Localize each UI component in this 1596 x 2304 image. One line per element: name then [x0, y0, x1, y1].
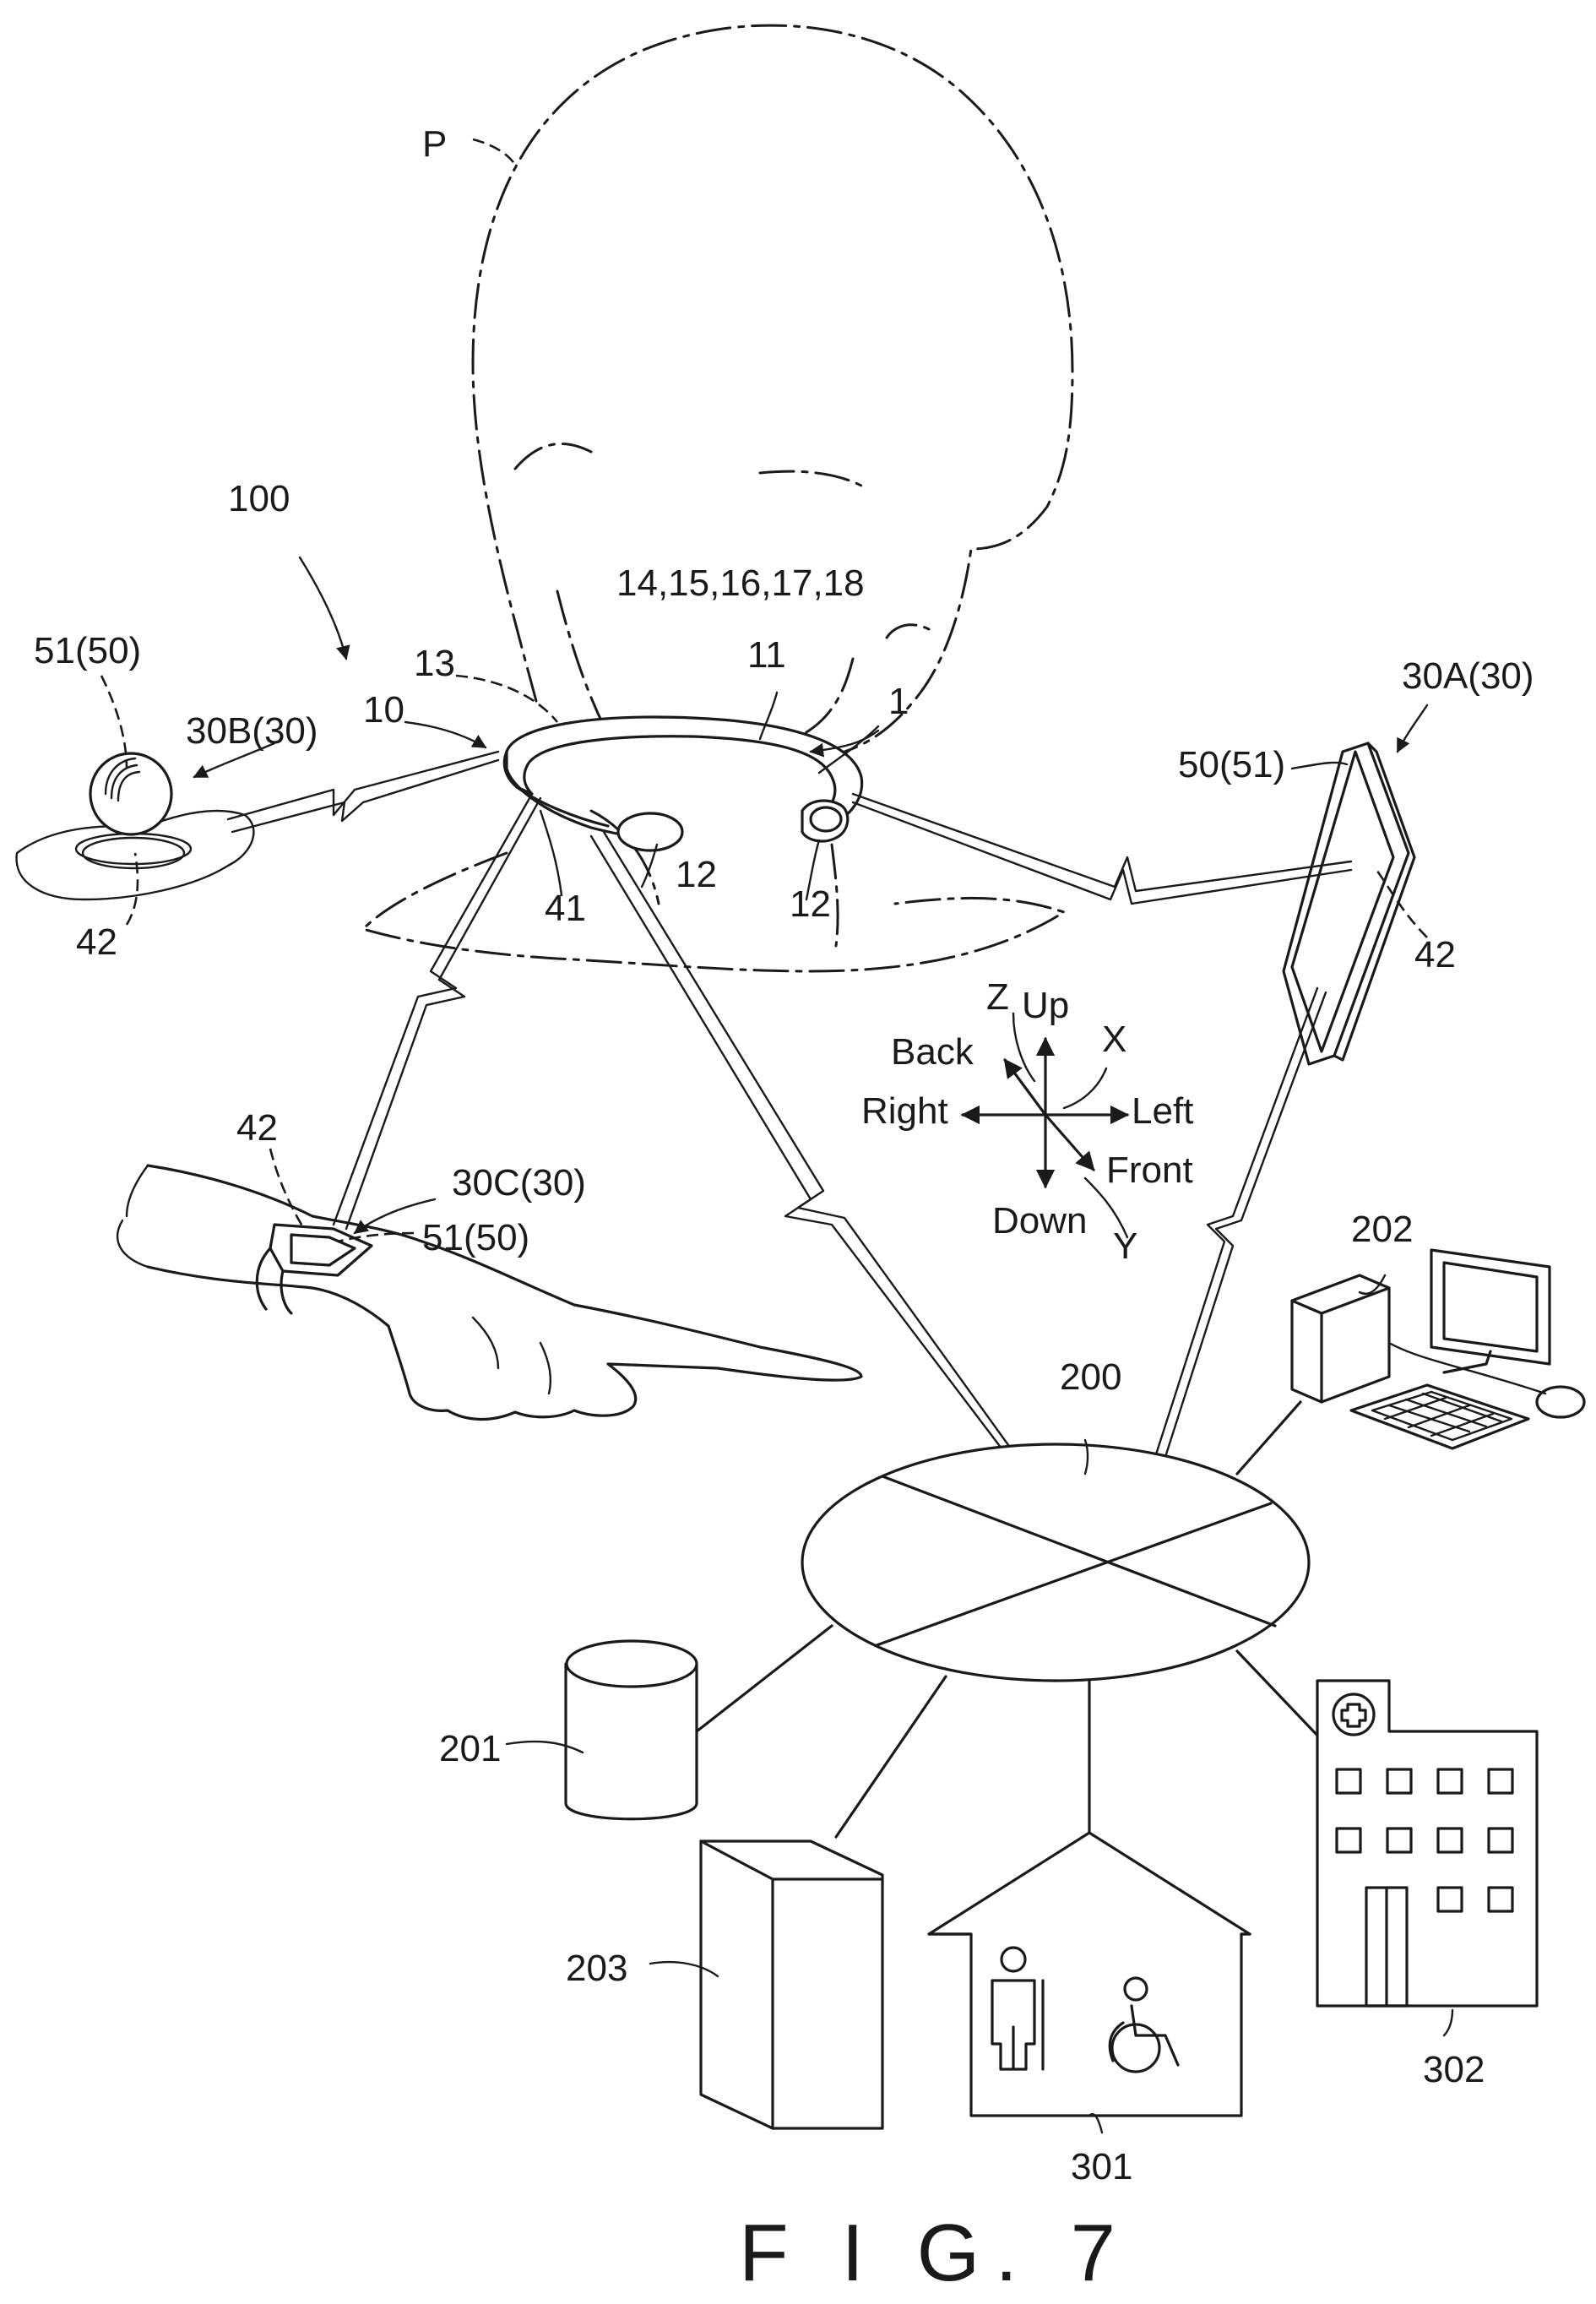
axis-up: Up [1022, 985, 1069, 1026]
axis-back: Back [891, 1031, 974, 1073]
label-201: 201 [439, 1728, 501, 1769]
label-202: 202 [1351, 1209, 1413, 1250]
sphere-device [17, 753, 254, 899]
axis-z: Z [986, 976, 1009, 1018]
label-42-sphere: 42 [76, 921, 117, 963]
label-1: 1 [888, 681, 909, 722]
label-13: 13 [414, 643, 455, 684]
leader-lines [101, 139, 1452, 2133]
label-p: P [422, 123, 447, 165]
label-14-18: 14,15,16,17,18 [616, 562, 865, 604]
database [507, 1641, 697, 1819]
axis-left: Left [1132, 1090, 1193, 1132]
axis-front: Front [1106, 1149, 1193, 1191]
label-11: 11 [747, 634, 786, 676]
computer-terminal [1292, 1250, 1584, 1448]
axis-labels: Z Up X Back Right Left Front Down Y [861, 976, 1193, 1267]
arm-watch [117, 1166, 861, 1419]
label-100: 100 [228, 478, 290, 519]
axis-x: X [1102, 1019, 1126, 1060]
label-50-51-tablet: 50(51) [1178, 744, 1285, 785]
label-30c: 30C(30) [452, 1162, 586, 1204]
label-12-right: 12 [790, 883, 831, 925]
axis-down: Down [992, 1200, 1088, 1242]
figure-caption: F I G. 7 [739, 2208, 1131, 2298]
label-30b: 30B(30) [186, 710, 318, 752]
label-302: 302 [1423, 2049, 1485, 2090]
hospital [1317, 1681, 1537, 2006]
label-51-50-sphere: 51(50) [34, 630, 141, 671]
axis-y: Y [1113, 1225, 1137, 1267]
label-42-tablet: 42 [1414, 934, 1456, 975]
network-hub [697, 1402, 1322, 1837]
axis-right: Right [861, 1090, 948, 1132]
neckband-device [504, 717, 861, 850]
label-42-watch: 42 [236, 1107, 278, 1149]
label-41: 41 [545, 888, 586, 929]
label-10: 10 [363, 689, 404, 731]
tablet-device [1284, 743, 1414, 1064]
label-30a: 30A(30) [1402, 655, 1534, 697]
label-12-left: 12 [676, 854, 717, 895]
label-51-50-watch: 51(50) [422, 1217, 529, 1258]
label-301: 301 [1071, 2146, 1132, 2187]
person-head-outline [363, 25, 1072, 971]
care-facility [929, 1833, 1250, 2116]
label-200: 200 [1060, 1356, 1121, 1398]
label-203: 203 [566, 1948, 627, 1989]
server-box [650, 1841, 882, 2128]
